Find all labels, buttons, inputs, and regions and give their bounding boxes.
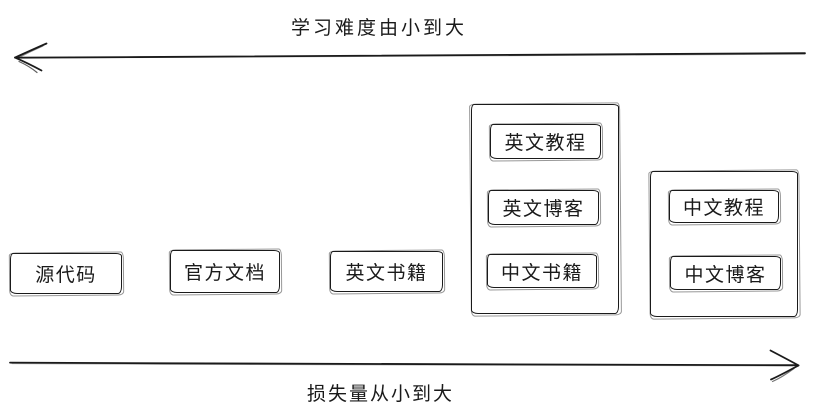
box-chinese-blogs-label: 中文博客 <box>684 264 767 286</box>
loss-axis-label: 损失量从小到大 <box>307 384 455 405</box>
left-arrow <box>14 42 806 74</box>
box-chinese-tutorials: 中文教程 <box>669 190 779 223</box>
box-official-docs-label: 官方文档 <box>183 263 266 284</box>
box-official-docs: 官方文档 <box>170 250 280 293</box>
box-english-blogs-label: 英文博客 <box>502 199 585 220</box>
box-source-code: 源代码 <box>10 253 122 294</box>
group-box-chinese: 中文教程 中文博客 <box>650 171 798 317</box>
box-english-blogs: 英文博客 <box>488 190 599 225</box>
box-chinese-blogs: 中文博客 <box>670 256 781 290</box>
box-english-tutorials-label: 英文教程 <box>504 133 587 154</box>
box-chinese-tutorials-label: 中文教程 <box>682 198 765 219</box>
box-english-tutorials: 英文教程 <box>490 124 601 159</box>
box-chinese-books: 中文书籍 <box>487 254 597 288</box>
box-english-books: 英文书籍 <box>330 251 443 292</box>
box-chinese-books-label: 中文书籍 <box>500 262 583 284</box>
difficulty-axis-label: 学习难度由小到大 <box>291 18 468 39</box>
right-arrowhead-icon <box>769 349 800 383</box>
box-english-books-label: 英文书籍 <box>345 263 428 284</box>
right-arrow <box>9 349 800 383</box>
group-box-english-chinese: 英文教程 英文博客 中文书籍 <box>471 104 619 314</box>
left-arrowhead-icon <box>14 42 48 74</box>
box-source-code-label: 源代码 <box>35 265 97 286</box>
